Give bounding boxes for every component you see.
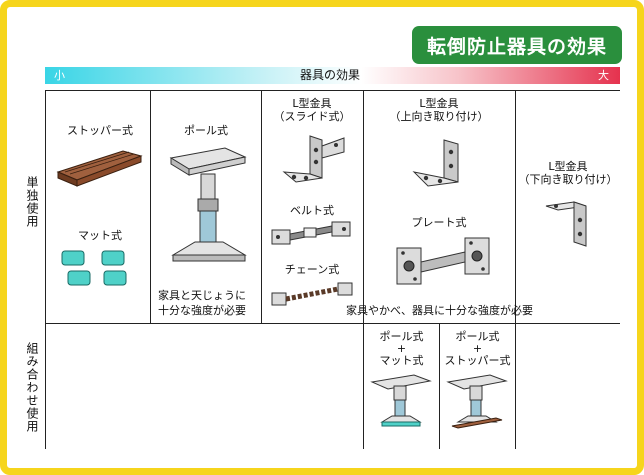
combo-pole-mat-line-2: マット式 [379,354,424,367]
row-label-combined: 組み合わせ使用 [25,342,39,433]
mat-label: マット式 [78,229,122,242]
plate-illustration [396,237,490,285]
combo-pole-mat-line-1: ポール式 [379,330,424,343]
l-up-title: L型金具 [419,97,459,110]
pole-illustration [169,147,247,262]
l-down-title: L型金具 [548,160,588,173]
mat-illustration [61,250,127,286]
table-mid-border [45,323,620,324]
l-slide-illustration [282,135,345,183]
belt-label: ベルト式 [290,204,334,217]
effect-scale-bar [45,67,620,84]
combo-pole-stopper-illustration [446,374,508,429]
column-divider-5 [515,90,516,449]
l-down-subtitle: （下向き取り付け） [518,173,618,186]
plate-label: プレート式 [411,216,467,229]
column-divider-4 [439,323,440,449]
stopper-label: ストッパー式 [67,124,133,137]
l-up-subtitle: （上向き取り付け） [389,110,489,123]
column-divider-3 [363,90,364,449]
table-left-border [45,90,46,449]
pole-note-line-1: 家具と天じょうに [158,289,246,302]
combo-pole-mat-plus: + [396,342,407,355]
combo-pole-stopper-plus: + [472,342,483,355]
l-down-illustration [545,201,587,247]
chain-label: チェーン式 [284,263,340,276]
l-slide-subtitle: （スライド式） [273,110,351,123]
l-slide-title: L型金具 [292,97,332,110]
combo-pole-stopper-line-2: ストッパー式 [444,354,511,367]
stopper-illustration [56,150,143,187]
scale-high-label: 大 [598,69,609,82]
combo-pole-stopper-line-1: ポール式 [455,330,500,343]
combo-pole-mat-illustration [370,374,432,427]
page-title: 転倒防止器具の効果 [412,26,622,64]
column-divider-2 [261,90,262,323]
row-label-single: 単独使用 [25,176,39,228]
scale-low-label: 小 [54,69,65,82]
pole-note-line-2: 十分な強度が必要 [158,304,246,317]
wall-note: 家具やかべ、器具に十分な強度が必要 [346,304,533,317]
l-up-illustration [412,139,459,187]
column-divider-1 [150,90,151,323]
chain-illustration [271,282,353,306]
scale-label: 器具の効果 [300,68,361,82]
belt-illustration [271,221,351,245]
pole-label: ポール式 [184,124,228,137]
table-top-border [45,90,620,91]
